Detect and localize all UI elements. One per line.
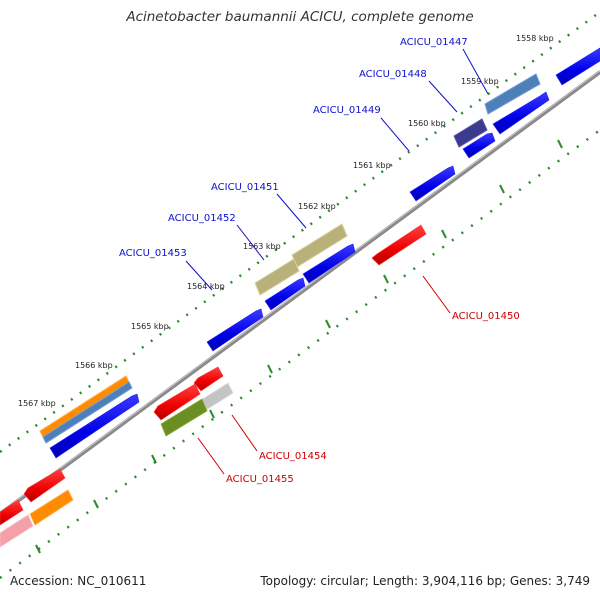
reverse-gene-arrow[interactable] [29,489,74,526]
kbp-tick-label: 1564 kbp [187,282,225,291]
topology-summary: Topology: circular; Length: 3,904,116 bp… [260,574,590,588]
gene-label-forward: ACICU_01453 [119,248,187,259]
forward-gene-arrow[interactable] [206,308,264,352]
kbp-tick-label: 1558 kbp [516,34,554,43]
reverse-gene-arrow[interactable] [0,499,24,526]
reverse-gene-arrow[interactable] [0,514,34,548]
gene-labels: ACICU_01447 ACICU_01448 ACICU_01449 ACIC… [119,37,520,485]
forward-gene-arrow[interactable] [264,277,306,311]
reverse-gene-arrow[interactable] [371,224,427,266]
reverse-gene-arrow[interactable] [153,383,201,421]
kbp-tick-label: 1561 kbp [353,161,391,170]
kbp-tick-label: 1562 kbp [298,202,336,211]
inner-tick-ring [0,128,600,580]
reverse-gene-arrow[interactable] [23,468,66,503]
kbp-tick-label: 1567 kbp [18,399,56,408]
gene-label-reverse: ACICU_01454 [259,451,327,462]
gene-label-forward: ACICU_01448 [359,69,427,80]
forward-gene-arrow[interactable] [49,393,140,459]
accession-text: Accession: NC_010611 [10,574,147,588]
kbp-tick-labels: 1558 kbp 1559 kbp 1560 kbp 1561 kbp 1562… [18,34,554,408]
kbp-tick-label: 1566 kbp [75,361,113,370]
gene-label-forward: ACICU_01451 [211,182,279,193]
genome-title: Acinetobacter baumannii ACICU, complete … [126,9,474,25]
kbp-tick-label: 1563 kbp [243,242,281,251]
forward-gene-arrow[interactable] [302,243,356,284]
gene-feature-indigo[interactable] [453,118,488,148]
gene-label-forward: ACICU_01449 [313,105,381,116]
gene-feature-steelblue[interactable] [484,73,541,115]
forward-gene-arrow[interactable] [409,165,456,202]
label-leader-lines [185,48,489,475]
gene-label-forward: ACICU_01447 [400,37,468,48]
kbp-tick-label: 1560 kbp [408,119,446,128]
gene-label-forward: ACICU_01452 [168,213,236,224]
genome-backbone [0,70,600,516]
gene-feature-steelblue[interactable] [42,381,133,444]
reverse-strand-track[interactable] [0,224,427,548]
kbp-tick-label: 1559 kbp [461,77,499,86]
outer-tick-ring [0,10,600,454]
gene-feature-olive[interactable] [254,258,300,296]
gene-label-reverse: ACICU_01455 [226,474,294,485]
forward-gene-arrow[interactable] [462,132,496,159]
outer-feature-track[interactable] [39,73,541,444]
reverse-gene-arrow[interactable] [193,366,224,392]
kbp-tick-label: 1565 kbp [131,322,169,331]
gene-label-reverse: ACICU_01450 [452,311,520,322]
forward-gene-arrow[interactable] [492,91,550,135]
reverse-gene-arrow[interactable] [160,398,208,437]
forward-strand-track[interactable] [49,47,600,459]
inner-major-ticks [35,139,563,554]
forward-gene-arrow[interactable] [555,47,600,86]
